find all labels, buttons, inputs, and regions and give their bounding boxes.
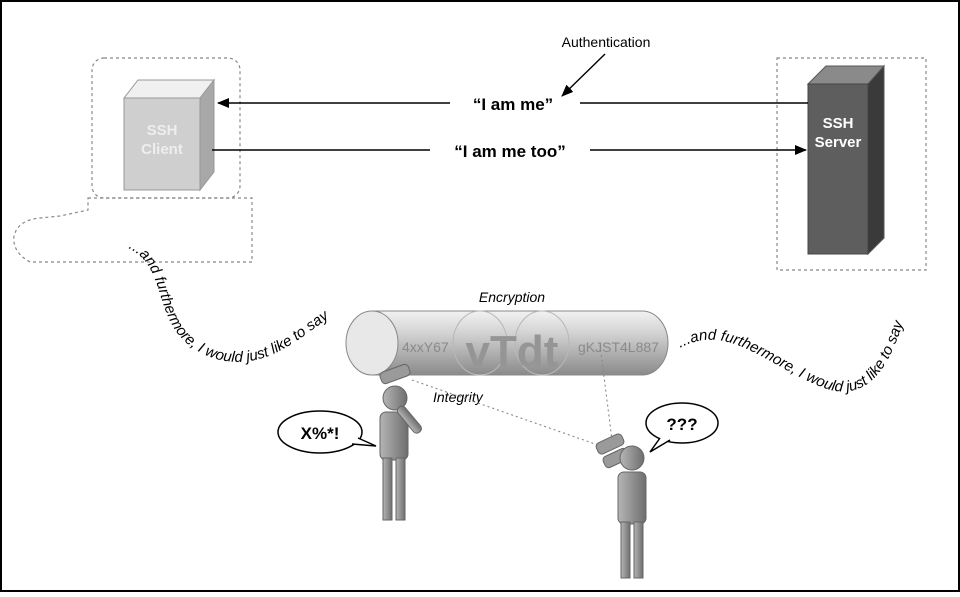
ssh-server-computer: SSH Server bbox=[776, 57, 927, 271]
sightline-observer bbox=[599, 344, 613, 441]
attacker-figure bbox=[379, 363, 422, 521]
server-label-line1: SSH bbox=[823, 115, 854, 132]
server-label-line2: Server bbox=[815, 134, 862, 151]
message-i-am-me-too: “I am me too” bbox=[454, 142, 565, 161]
attacker-bubble-text: X%*! bbox=[301, 424, 340, 443]
ssh-client-computer: SSH Client bbox=[13, 57, 253, 263]
authentication-label: Authentication bbox=[562, 34, 651, 50]
cipher-text-left: 4xxY67 bbox=[402, 339, 449, 355]
authentication-exchange: “I am me” “I am me too” Authentication bbox=[212, 34, 808, 162]
client-label-line1: SSH bbox=[147, 122, 178, 139]
cipher-text-right: gKJST4L887 bbox=[578, 339, 659, 355]
encryption-tunnel: Encryption 4xxY67 vTdt gKJST4L887 bbox=[345, 289, 669, 376]
attacker-speech-bubble: X%*! bbox=[277, 410, 377, 454]
message-i-am-me: “I am me” bbox=[473, 95, 553, 114]
observer-speech-bubble: ??? bbox=[645, 402, 719, 453]
cipher-text-center: vTdt bbox=[466, 327, 559, 376]
observer-figure bbox=[595, 433, 647, 579]
authentication-pointer-arrow bbox=[561, 53, 606, 97]
observer-bubble-text: ??? bbox=[666, 415, 697, 434]
encryption-label: Encryption bbox=[479, 289, 545, 305]
integrity-label: Integrity bbox=[433, 389, 484, 405]
client-label-line2: Client bbox=[141, 141, 183, 158]
